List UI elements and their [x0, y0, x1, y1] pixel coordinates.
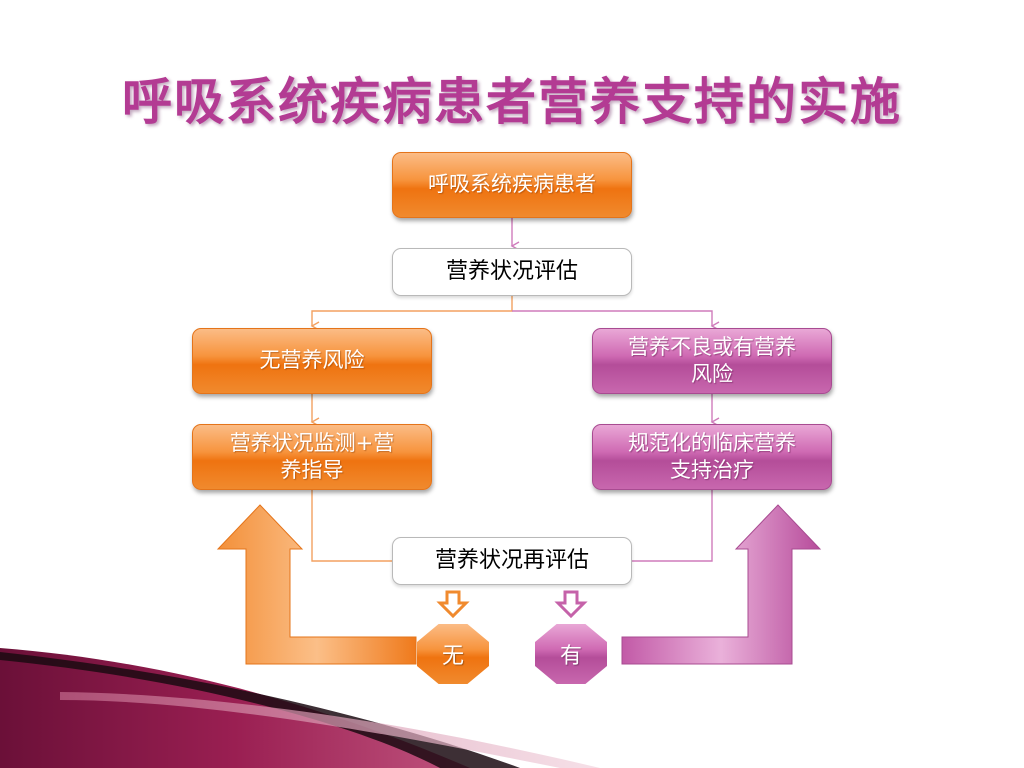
- node-assessment: 营养状况评估: [392, 248, 632, 296]
- connector-assess-to-risk: [512, 310, 720, 331]
- node-patient-label: 呼吸系统疾病患者: [428, 172, 596, 197]
- decorative-swoosh: [0, 648, 600, 768]
- down-arrow-yes-icon: [554, 590, 588, 619]
- outcome-no-badge: 无: [417, 624, 489, 684]
- outcome-yes-label: 有: [559, 644, 582, 669]
- down-arrow-no-icon: [436, 590, 470, 619]
- node-monitoring: 营养状况监测+营 养指导: [192, 424, 432, 490]
- node-clinical-support-label-line1: 规范化的临床营养: [628, 430, 796, 455]
- return-arrow-orange-icon: [216, 504, 417, 665]
- node-reassessment-label: 营养状况再评估: [434, 547, 589, 573]
- node-assessment-label: 营养状况评估: [445, 258, 578, 284]
- connector-support-to-reassess: [632, 490, 713, 562]
- node-risk: 营养不良或有营养 风险: [592, 328, 832, 394]
- node-risk-label-line1: 营养不良或有营养: [628, 334, 796, 359]
- node-risk-label-line2: 风险: [691, 362, 733, 386]
- connector-assess-to-no-risk: [310, 296, 513, 331]
- node-clinical-support-label-line2: 支持治疗: [670, 458, 754, 482]
- node-no-risk-label: 无营养风险: [259, 348, 365, 373]
- node-clinical-support: 规范化的临床营养 支持治疗: [592, 424, 832, 490]
- node-no-risk: 无营养风险: [192, 328, 432, 394]
- connector-monitor-to-reassess: [311, 490, 392, 562]
- node-patient: 呼吸系统疾病患者: [392, 152, 632, 218]
- node-monitoring-label-line2: 养指导: [280, 458, 344, 482]
- outcome-no-label: 无: [441, 644, 464, 669]
- node-monitoring-label-line1: 营养状况监测+营: [229, 430, 395, 455]
- page-title: 呼吸系统疾病患者营养支持的实施: [122, 73, 902, 131]
- outcome-yes-badge: 有: [535, 624, 607, 684]
- return-arrow-magenta-icon: [621, 504, 822, 665]
- node-reassessment: 营养状况再评估: [392, 537, 632, 585]
